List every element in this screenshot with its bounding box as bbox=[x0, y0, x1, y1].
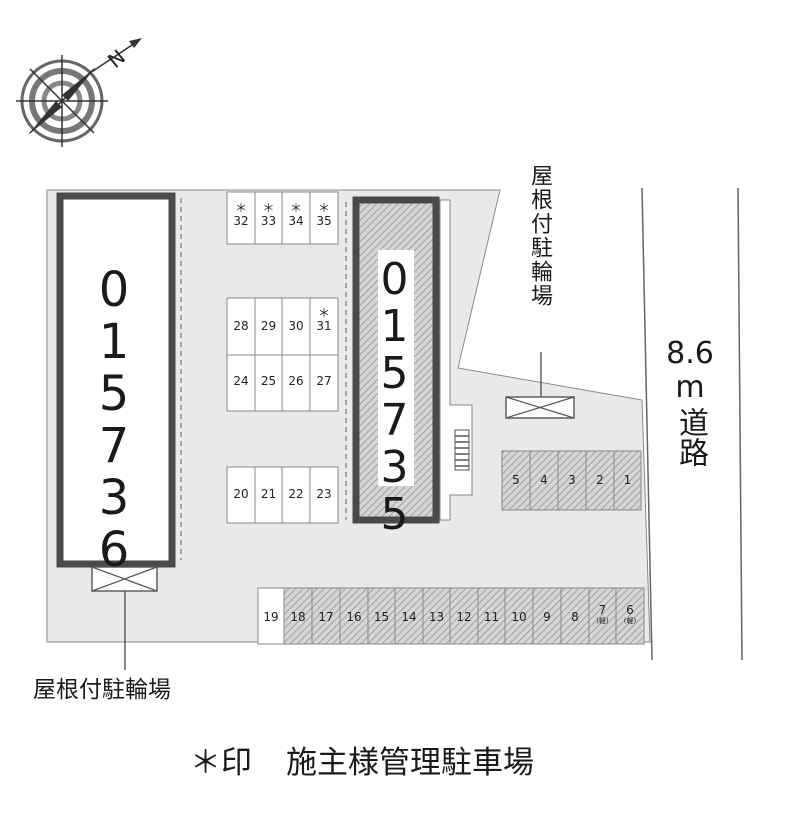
building-015736 bbox=[56, 192, 176, 568]
parking-spot-3: 3 bbox=[568, 473, 576, 487]
parking-spot-35: ＊ 35 bbox=[310, 202, 338, 228]
owner-mark: ＊ bbox=[289, 201, 302, 215]
bike-parking-label-right: 屋根付駐輪場 bbox=[527, 164, 552, 308]
bike-parking-box-left bbox=[91, 566, 158, 592]
parking-spot-22: 22 bbox=[288, 487, 304, 501]
legend-text: 施主様管理駐車場 bbox=[286, 745, 534, 781]
parking-grid-top bbox=[226, 191, 339, 245]
owner-mark: ＊ bbox=[234, 201, 247, 215]
owner-mark: ＊ bbox=[317, 201, 330, 215]
parking-spot-28: 28 bbox=[233, 319, 249, 333]
road-edge-right bbox=[737, 187, 743, 661]
parking-spot-8: 8 bbox=[571, 610, 579, 624]
parking-spot-15: 15 bbox=[373, 610, 390, 624]
parking-spot-32: ＊ 32 bbox=[227, 202, 255, 228]
parking-spot-11: 11 bbox=[483, 610, 500, 624]
parking-grid-bottom bbox=[257, 587, 645, 645]
parking-spot-31: ＊ 31 bbox=[310, 307, 338, 333]
building-015735-label-bg bbox=[378, 250, 414, 486]
road-edge-left bbox=[641, 187, 653, 661]
compass-icon bbox=[16, 38, 142, 147]
road-label: 8.6 m 道路 bbox=[654, 336, 726, 468]
parking-spot-30: 30 bbox=[288, 319, 304, 333]
parking-spot-17: 17 bbox=[318, 610, 334, 624]
stairs-icon bbox=[454, 429, 470, 471]
road-word: 道路 bbox=[673, 407, 708, 467]
parking-spot-14: 14 bbox=[401, 610, 417, 624]
kei-car-note: (軽) bbox=[623, 617, 637, 625]
parking-spot-34: ＊ 34 bbox=[282, 202, 310, 228]
building-015735-label: 015735 bbox=[369, 254, 420, 536]
parking-spot-16: 16 bbox=[346, 610, 362, 624]
parking-spot-26: 26 bbox=[288, 374, 304, 388]
parking-spot-12: 12 bbox=[456, 610, 472, 624]
parking-spot-25: 25 bbox=[260, 374, 277, 388]
parking-spot-29: 29 bbox=[260, 319, 277, 333]
parking-spot-7: 7 (軽) bbox=[589, 604, 616, 626]
parking-spot-1: 1 bbox=[623, 473, 632, 487]
parking-lot-area bbox=[46, 189, 651, 643]
bike-parking-box-right bbox=[505, 396, 575, 419]
kei-car-note: (軽) bbox=[596, 617, 609, 625]
parking-spot-33: ＊ 33 bbox=[255, 202, 282, 228]
road-unit: m bbox=[675, 370, 705, 405]
parking-spot-24: 24 bbox=[233, 374, 249, 388]
parking-spot-27: 27 bbox=[316, 374, 332, 388]
parking-spot-6: 6 (軽) bbox=[616, 604, 644, 626]
parking-grid-right bbox=[501, 450, 642, 511]
parking-spot-13: 13 bbox=[428, 610, 445, 624]
parking-grid-mid bbox=[226, 297, 339, 412]
parking-spot-21: 21 bbox=[260, 487, 277, 501]
owner-mark: ＊ bbox=[317, 306, 330, 320]
legend: ＊印施主様管理駐車場 bbox=[190, 737, 534, 782]
parking-spot-20: 20 bbox=[233, 487, 249, 501]
parking-spot-23: 23 bbox=[316, 487, 332, 501]
parking-spot-5: 5 bbox=[512, 473, 520, 487]
bike-parking-label-left: 屋根付駐輪場 bbox=[33, 677, 171, 703]
parking-spot-4: 4 bbox=[540, 473, 548, 487]
parking-spot-18: 18 bbox=[290, 610, 306, 624]
parking-spot-2: 2 bbox=[596, 473, 604, 487]
owner-mark: ＊ bbox=[262, 201, 275, 215]
parking-spot-19: 19 bbox=[263, 610, 279, 624]
parking-spot-9: 9 bbox=[543, 610, 551, 624]
parking-spot-10: 10 bbox=[511, 610, 527, 624]
road-width: 8.6 bbox=[666, 336, 714, 371]
parking-grid-low bbox=[226, 466, 339, 524]
building-015736-label: 015736 bbox=[86, 262, 142, 574]
legend-mark: ＊印 bbox=[190, 745, 252, 781]
